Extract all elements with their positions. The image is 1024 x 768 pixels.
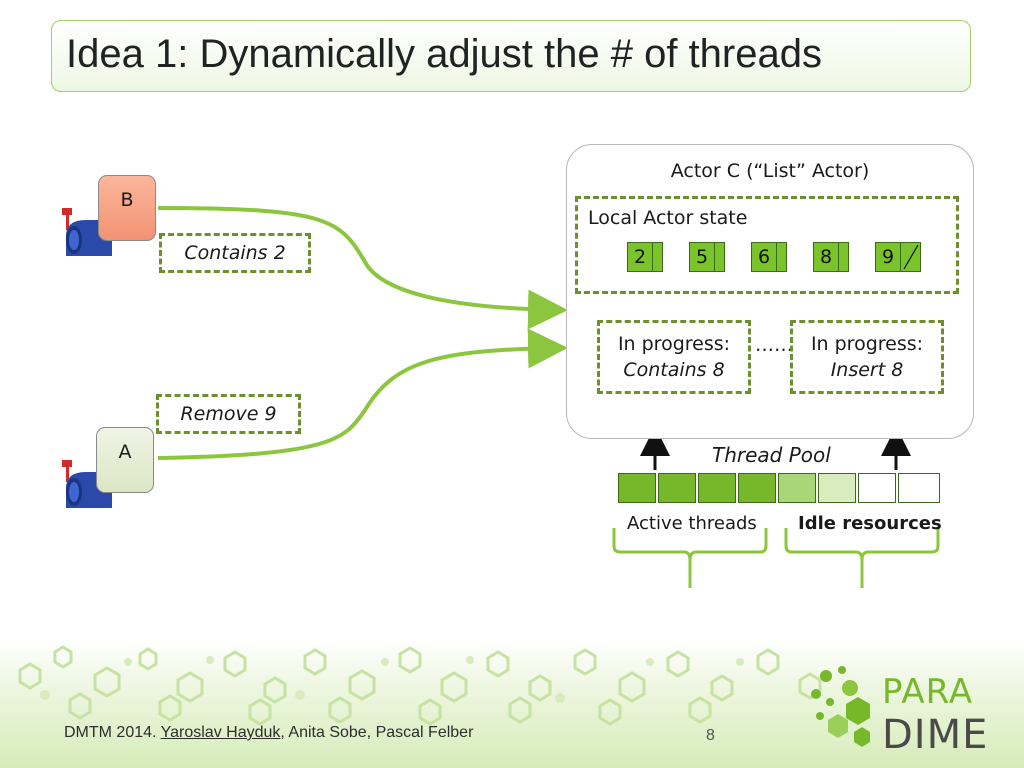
thread-pool-label: Thread Pool — [712, 443, 831, 467]
in-progress-box-2: In progress: Insert 8 — [790, 320, 944, 394]
footer-credit: DMTM 2014. Yaroslav Hayduk, Anita Sobe, … — [64, 724, 473, 742]
message-remove-9: Remove 9 — [156, 394, 301, 434]
in-progress-label: In progress: — [617, 333, 731, 355]
hexagon-pattern — [18, 645, 822, 726]
footer-conference: DMTM 2014. — [64, 724, 161, 741]
thread-cell-idle — [898, 473, 940, 503]
thread-cell-idle — [778, 473, 816, 503]
in-progress-operation: Insert 8 — [830, 359, 904, 381]
message-path-a — [157, 328, 568, 460]
ellipsis: …… — [755, 334, 793, 356]
list-node-value: 5 — [695, 246, 709, 268]
list-node: 5 — [689, 242, 725, 272]
list-node-value: 6 — [757, 246, 771, 268]
slide-title: Idea 1: Dynamically adjust the # of thre… — [66, 32, 822, 76]
page-number: 8 — [706, 727, 715, 744]
null-pointer-icon — [903, 244, 919, 270]
paradime-logo-icon — [811, 666, 870, 747]
message-path-b — [157, 206, 568, 330]
sender-a-node: A — [96, 427, 154, 493]
logo-dime-text: DIME — [882, 712, 989, 758]
thread-cell-active — [618, 473, 656, 503]
actor-c-title: Actor C (“List” Actor) — [670, 160, 870, 182]
thread-cell-idle — [818, 473, 856, 503]
title-frame — [51, 20, 971, 92]
active-threads-label: Active threads — [627, 513, 757, 534]
list-node: 6 — [751, 242, 787, 272]
list-node: 2 — [627, 242, 663, 272]
idle-resources-label: Idle resources — [798, 513, 942, 534]
sender-a-label: A — [118, 441, 132, 463]
thread-cell-active — [698, 473, 736, 503]
sender-b-label: B — [120, 189, 134, 211]
logo-para-text: PARA — [882, 672, 974, 712]
sender-b-node: B — [98, 175, 156, 241]
local-state-box — [575, 196, 959, 294]
thread-cell-active — [738, 473, 776, 503]
active-brace — [612, 528, 768, 588]
list-node-value: 8 — [819, 246, 833, 268]
local-state-label: Local Actor state — [588, 207, 748, 229]
in-progress-box-1: In progress: Contains 8 — [597, 320, 751, 394]
list-node-tail: 9 — [875, 242, 921, 272]
message-contains-2: Contains 2 — [159, 233, 311, 273]
author-link[interactable]: Yaroslav Hayduk — [160, 724, 281, 741]
list-node-value: 9 — [881, 246, 895, 268]
footer-coauthors: , Anita Sobe, Pascal Felber — [280, 724, 474, 741]
list-node-value: 2 — [633, 246, 647, 268]
in-progress-operation: Contains 8 — [623, 359, 725, 381]
thread-cell-idle — [858, 473, 896, 503]
list-node: 8 — [813, 242, 849, 272]
thread-cell-active — [658, 473, 696, 503]
idle-brace — [784, 528, 940, 588]
in-progress-label: In progress: — [810, 333, 924, 355]
